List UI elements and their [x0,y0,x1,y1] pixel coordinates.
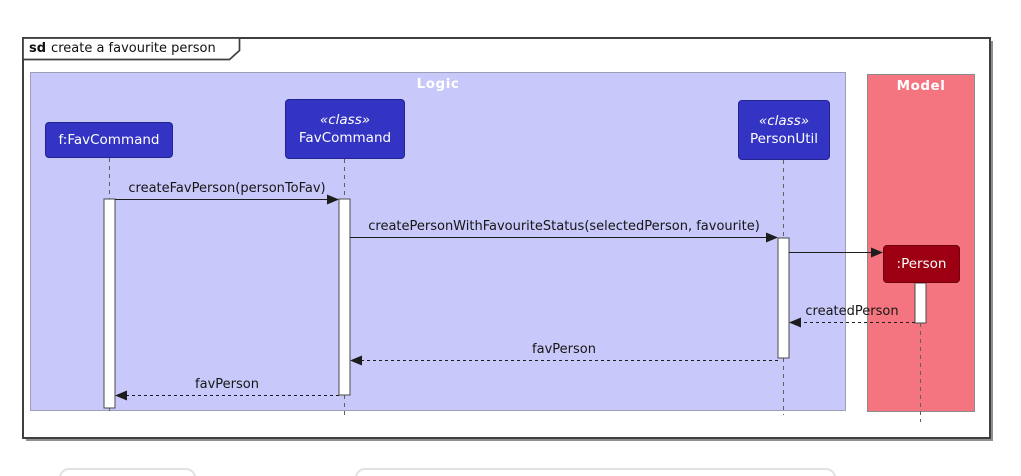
cutoff-box-right [355,468,836,476]
participant-f-fav-command: f:FavCommand [45,122,173,158]
participant-person: :Person [883,245,960,283]
message-create-fav-person: createFavPerson(personToFav) [128,181,326,196]
model-frame: Model [867,74,975,412]
message-fav-person-return-1: favPerson [532,342,596,357]
participant-stereotype: «class» [758,113,810,129]
message-fav-person-return-2: favPerson [195,377,259,392]
message-create-person-with-favourite-status: createPersonWithFavouriteStatus(selected… [368,219,760,234]
participant-person-util: «class» PersonUtil [738,100,830,160]
participant-stereotype: «class» [319,112,371,128]
participant-name: f:FavCommand [58,132,160,148]
message-created-person: createdPerson [805,304,899,319]
participant-name: :Person [896,256,947,272]
model-frame-label: Model [896,78,946,94]
title-text: create a favourite person [51,41,216,56]
title-keyword: sd [29,41,47,56]
participant-name: PersonUtil [749,131,819,147]
cutoff-box-left [59,468,196,476]
participant-fav-command: «class» FavCommand [285,99,405,159]
logic-frame-label: Logic [416,76,460,92]
diagram-title: sd create a favourite person [29,41,216,56]
participant-name: FavCommand [298,130,392,146]
